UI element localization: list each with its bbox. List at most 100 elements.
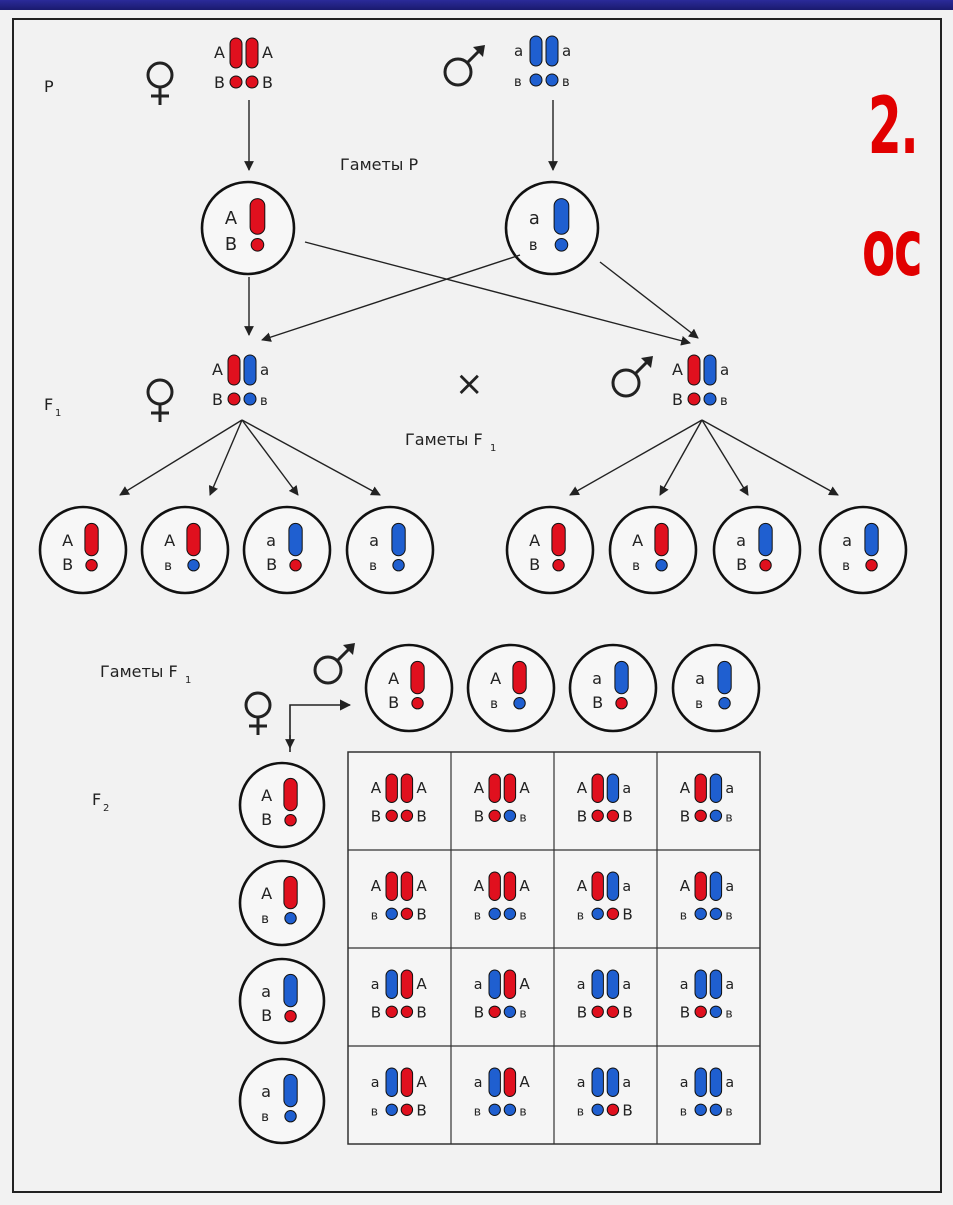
allele-label: B: [672, 390, 683, 409]
allele-label: a: [371, 1075, 380, 1091]
allele-label: в: [519, 1105, 526, 1119]
chromosome: [187, 523, 200, 555]
allele-label: A: [519, 1073, 530, 1091]
gene-dot: [504, 1006, 515, 1017]
female-symbol: [246, 693, 270, 735]
allele-label: в: [725, 811, 732, 825]
gamete-circle: aв: [820, 507, 906, 593]
male-symbol: [613, 356, 653, 396]
allele-label: a: [260, 361, 269, 379]
allele-label: a: [680, 977, 689, 993]
allele-label: B: [577, 808, 587, 826]
allele-label: A: [214, 43, 225, 62]
chromosome: [392, 523, 405, 555]
chromosome: [284, 778, 297, 810]
chromosome: [513, 661, 526, 693]
allele-label: B: [416, 1004, 426, 1022]
allele-label: a: [266, 531, 276, 550]
gamete-circle: AB: [240, 763, 324, 847]
allele-label: B: [474, 808, 484, 826]
gamete-outline: [240, 1059, 324, 1143]
allele-label: A: [577, 779, 588, 797]
allele-label: в: [519, 811, 526, 825]
gene-dot: [530, 74, 542, 86]
allele-label: B: [529, 555, 540, 574]
arrow: [305, 242, 690, 343]
gene-dot: [489, 1104, 500, 1115]
chromosome: [504, 774, 515, 803]
gamete-outline: [468, 645, 554, 731]
gene-dot: [607, 1104, 618, 1115]
allele-label: B: [225, 234, 237, 255]
allele-label: a: [695, 669, 705, 688]
gene-dot: [607, 810, 618, 821]
chromosome: [710, 970, 721, 999]
label-gametes-p: Гаметы Р: [340, 155, 419, 174]
gamete-outline: [714, 507, 800, 593]
allele-label: B: [212, 390, 223, 409]
chromosome: [386, 872, 397, 901]
chromosome: [386, 970, 397, 999]
chromosome: [688, 355, 700, 385]
allele-label: в: [725, 909, 732, 923]
gene-dot: [246, 76, 258, 88]
chromosome: [401, 872, 412, 901]
gene-dot: [710, 1104, 721, 1115]
allele-label: B: [736, 555, 747, 574]
allele-label: в: [720, 394, 728, 409]
allele-label: a: [474, 1075, 483, 1091]
arrow: [262, 255, 520, 340]
gene-dot: [695, 810, 706, 821]
allele-label: B: [622, 1102, 632, 1120]
male-symbol: [315, 643, 355, 683]
gamete-outline: [142, 507, 228, 593]
chromosome: [244, 355, 256, 385]
gamete-outline: [244, 507, 330, 593]
chromosome: [607, 774, 618, 803]
allele-label: в: [562, 75, 570, 90]
chromosome: [607, 872, 618, 901]
gene-dot: [489, 810, 500, 821]
chromosome: [228, 355, 240, 385]
allele-label: a: [562, 42, 571, 60]
allele-label: A: [632, 531, 643, 550]
gene-dot: [710, 1006, 721, 1017]
allele-label: в: [632, 559, 640, 574]
allele-label: a: [842, 531, 852, 550]
allele-label: a: [725, 879, 734, 895]
allele-label: B: [262, 73, 273, 92]
gene-dot: [489, 908, 500, 919]
allele-label: B: [680, 1004, 690, 1022]
gene-dot: [386, 1104, 397, 1115]
label-gametes-f1: Гаметы F: [405, 430, 483, 449]
allele-label: в: [260, 394, 268, 409]
gamete-outline: [366, 645, 452, 731]
chromosome: [592, 774, 603, 803]
gamete-circle: Aв: [468, 645, 554, 731]
allele-label: B: [622, 1004, 632, 1022]
gene-dot: [401, 1006, 412, 1017]
gamete-circle: aB: [570, 645, 656, 731]
chromosome: [504, 970, 515, 999]
gamete-outline: [506, 182, 598, 274]
chromosome: [530, 36, 542, 66]
gene-dot: [514, 698, 525, 709]
allele-label: B: [622, 808, 632, 826]
allele-label: в: [519, 1007, 526, 1021]
allele-label: в: [680, 1105, 687, 1119]
arrow: [242, 420, 298, 495]
gene-dot: [188, 560, 199, 571]
chromosome: [718, 661, 731, 693]
gene-dot: [656, 560, 667, 571]
gene-dot: [290, 560, 301, 571]
gamete-circle: aв: [240, 1059, 324, 1143]
gamete-circle: aB: [240, 959, 324, 1043]
label-gametes-f1-sub: 1: [490, 443, 496, 454]
chromosome: [411, 661, 424, 693]
allele-label: в: [725, 1007, 732, 1021]
chromosome: [230, 38, 242, 68]
arrow: [702, 420, 748, 495]
allele-label: A: [388, 669, 399, 688]
gene-dot: [592, 810, 603, 821]
